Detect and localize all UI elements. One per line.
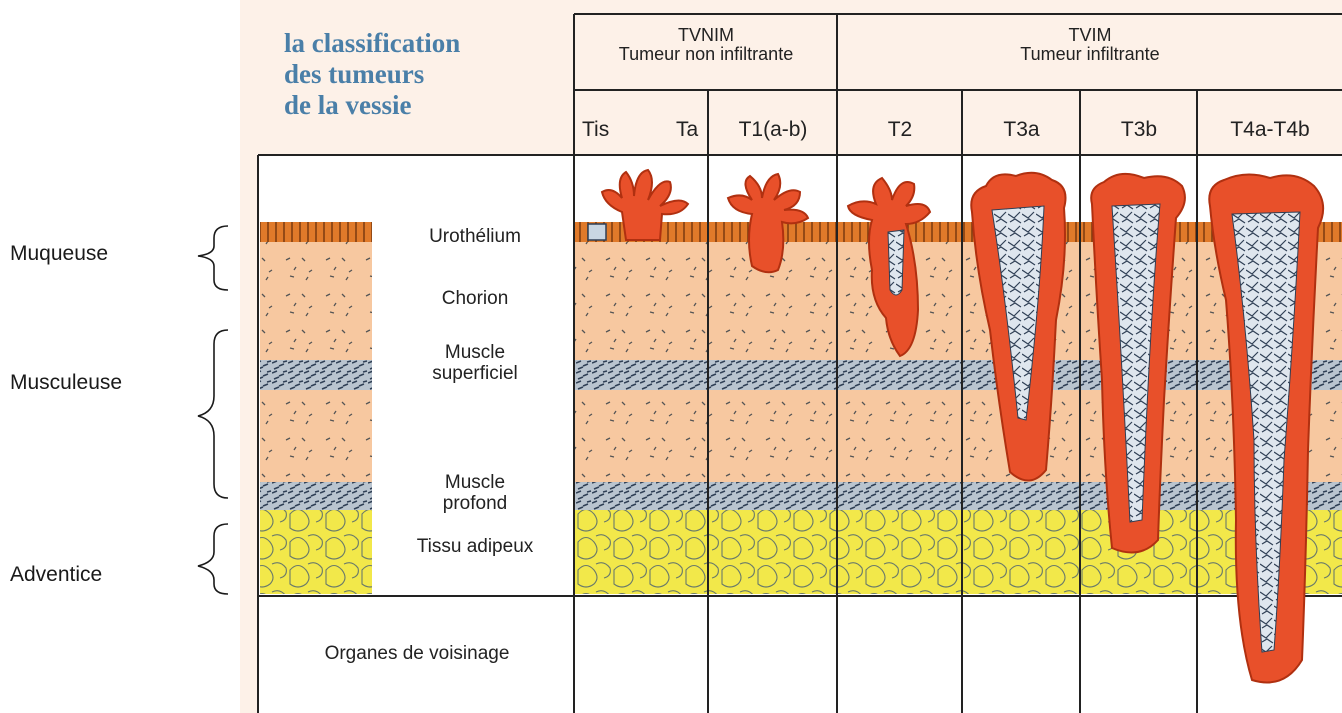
side-braces xyxy=(198,226,228,594)
layer-label-tissu-adipeux: Tissu adipeux xyxy=(380,536,570,557)
layer-label-urothelium: Urothélium xyxy=(380,226,570,247)
layer-label-organes-voisinage: Organes de voisinage xyxy=(262,643,572,664)
diagram-title: la classification des tumeurs de la vess… xyxy=(284,28,564,121)
layer-label-muscle-profond: Muscle profond xyxy=(380,472,570,514)
stage-label-t4: T4a-T4b xyxy=(1198,118,1342,142)
stage-label-t3b: T3b xyxy=(1081,118,1197,142)
layer-label-muscle-superficiel: Muscle superficiel xyxy=(380,342,570,384)
header-tvim-abbr: TVIM xyxy=(838,26,1342,45)
side-label-adventice: Adventice xyxy=(10,563,102,587)
side-label-musculeuse: Musculeuse xyxy=(10,371,122,395)
title-line-1: la classification xyxy=(284,28,564,59)
stage-label-t2: T2 xyxy=(838,118,962,142)
header-tvim-desc: Tumeur infiltrante xyxy=(838,45,1342,64)
header-tvnim-abbr: TVNIM xyxy=(576,26,836,45)
brace-musculeuse xyxy=(198,330,228,498)
brace-muqueuse xyxy=(198,226,228,290)
muscle-sup-line-2: superficiel xyxy=(380,363,570,384)
header-tvnim-desc: Tumeur non infiltrante xyxy=(576,45,836,64)
stage-label-t3a: T3a xyxy=(963,118,1080,142)
stage-label-tis: Tis xyxy=(582,118,609,142)
title-line-3: de la vessie xyxy=(284,90,564,121)
stage-label-t1: T1(a-b) xyxy=(710,118,836,142)
layer-label-chorion: Chorion xyxy=(380,288,570,309)
muscle-sup-line-1: Muscle xyxy=(380,342,570,363)
reference-column xyxy=(260,222,372,594)
title-line-2: des tumeurs xyxy=(284,59,564,90)
header-tvnim: TVNIM Tumeur non infiltrante xyxy=(576,26,836,64)
stage-label-ta: Ta xyxy=(676,118,698,142)
header-tvim: TVIM Tumeur infiltrante xyxy=(838,26,1342,64)
brace-adventice xyxy=(198,524,228,594)
side-label-muqueuse: Muqueuse xyxy=(10,242,108,266)
tumor-tis xyxy=(588,224,606,240)
muscle-prof-line-1: Muscle xyxy=(380,472,570,493)
muscle-prof-line-2: profond xyxy=(380,493,570,514)
